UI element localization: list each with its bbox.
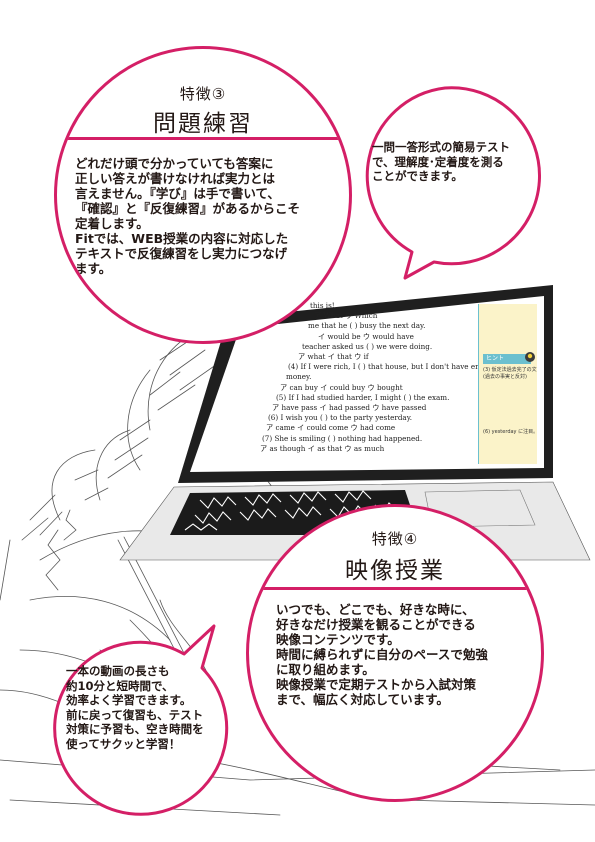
- exercise-line: teacher asked us ( ) we were doing.: [302, 341, 433, 351]
- hint-note: (過去の事実と反対): [483, 374, 527, 380]
- exercise-line: イ would be ウ would have: [318, 331, 414, 341]
- exercise-line: (4) If I were rich, I ( ) that house, bu…: [288, 362, 498, 372]
- video-bubble-line: 一本の動画の長さも: [66, 664, 170, 678]
- feature4-line: に取り組めます。: [276, 662, 375, 677]
- feature4-line: まで、幅広く対応しています。: [276, 692, 449, 707]
- video-bubble-line: 前に戻って復習も、テスト: [66, 707, 204, 722]
- feature3-line: どれだけ頭で分かっていても答案に: [75, 156, 274, 171]
- video-bubble-shape: [53, 624, 229, 816]
- exercise-line: this is!: [310, 301, 335, 310]
- exercise-line: money.: [286, 372, 312, 382]
- video-bubble-line: 使ってサクッと学習！: [66, 736, 181, 751]
- feature3-line: テキストで反復練習をし実力につなげ: [75, 246, 288, 261]
- feature4-line: 映像コンテンツです。: [276, 632, 400, 647]
- feature4-circle: 特徴④ 映像授業 いつでも、どこでも、好きな時に、 好きなだけ授業を観ることがで…: [246, 504, 544, 802]
- test-bubble-shape: [365, 86, 541, 280]
- feature3-divider: [57, 137, 349, 140]
- exercise-line: ア What ウ Which: [314, 311, 378, 321]
- feature3-description: どれだけ頭で分かっていても答案に 正しい答えが書けなければ実力とは 言えません。…: [75, 156, 300, 276]
- feature4-description: いつでも、どこでも、好きな時に、 好きなだけ授業を観ることができる 映像コンテン…: [276, 602, 488, 707]
- feature3-line: 言えません。『学び』は手で書いて、: [75, 186, 280, 201]
- exercise-line: ア came イ could come ウ had come: [266, 423, 396, 433]
- feature4-line: 時間に縛られずに自分のペースで勉強: [276, 647, 488, 662]
- feature3-line: 定着します。: [75, 216, 149, 231]
- lightbulb-icon: [525, 352, 535, 362]
- feature4-line: 映像授業で定期テストから入試対策: [276, 677, 477, 692]
- exercise-line: ア as though イ as that ウ as much: [260, 443, 385, 453]
- feature4-line: 好きなだけ授業を観ることができる: [276, 617, 476, 632]
- hint-tab: ヒント: [483, 354, 531, 364]
- test-bubble-line: で、理解度･定着度を測る: [372, 154, 504, 169]
- video-bubble-line: 効率よく学習できます。: [66, 693, 192, 707]
- feature4-label: 特徴④: [371, 530, 419, 548]
- video-bubble-line: 対策に予習も、空き時間を: [66, 722, 204, 736]
- exercise-line: (5) If I had studied harder, I might ( )…: [276, 392, 450, 402]
- feature4-title: 映像授業: [345, 558, 445, 584]
- hint-note: (3) 仮定法過去完了の文: [483, 367, 537, 373]
- test-bubble-line: ことができます。: [372, 169, 463, 183]
- test-bubble-text: 一問一答形式の簡易テスト で、理解度･定着度を測る ことができます。: [372, 140, 510, 184]
- feature3-line: ます。: [75, 261, 112, 276]
- exercise-line: ア have pass イ had passed ウ have passed: [272, 403, 427, 413]
- feature3-title: 問題練習: [153, 111, 253, 137]
- feature3-label: 特徴③: [179, 85, 227, 103]
- screen-content: this is! ア What ウ Which me that he ( ) b…: [258, 301, 548, 471]
- test-bubble-line: 一問一答形式の簡易テスト: [372, 140, 510, 154]
- feature3-line: 正しい答えが書けなければ実力とは: [75, 171, 276, 186]
- hint-note: (6) yesterday に注目。: [483, 429, 539, 435]
- exercise-line: me that he ( ) busy the next day.: [308, 321, 426, 331]
- video-bubble-text: 一本の動画の長さも 約10分と短時間で、 効率よく学習できます。 前に戻って復習…: [66, 664, 204, 751]
- exercise-line: ア what イ that ウ if: [298, 352, 369, 362]
- exercise-line: (7) She is smiling ( ) nothing had happe…: [262, 433, 423, 443]
- feature3-line: Fitでは、WEB授業の内容に対応した: [75, 231, 289, 246]
- video-bubble-line: 約10分と短時間で、: [66, 678, 174, 693]
- feature3-circle: 特徴③ 問題練習 どれだけ頭で分かっていても答案に 正しい答えが書けなければ実力…: [54, 46, 352, 344]
- exercise-line: ア can buy イ could buy ウ bought: [280, 382, 403, 392]
- feature4-divider: [249, 587, 541, 590]
- feature4-line: いつでも、どこでも、好きな時に、: [276, 602, 475, 617]
- hint-label: ヒント: [486, 355, 505, 362]
- exercise-text: this is! ア What ウ Which me that he ( ) b…: [258, 301, 498, 454]
- exercise-line: (6) I wish you ( ) to the party yesterda…: [268, 413, 413, 423]
- hint-panel: ヒント (3) 仮定法過去完了の文 (過去の事実と反対) (6) yesterd…: [478, 304, 539, 464]
- feature3-line: 『確認』と『反復練習』があるからこそ: [75, 201, 301, 216]
